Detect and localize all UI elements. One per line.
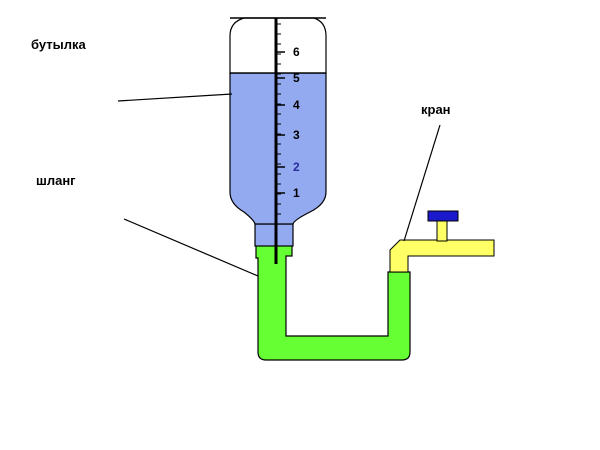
hose-tube xyxy=(255,243,411,361)
bottle-water xyxy=(229,72,327,225)
scale-mark-label: 3 xyxy=(293,128,300,142)
hose-pointer-line xyxy=(123,218,259,277)
tap-handle xyxy=(427,210,459,222)
tap-stem xyxy=(436,220,448,242)
scale-mark-label: 6 xyxy=(293,45,300,59)
tap-pipe xyxy=(389,239,495,273)
hose xyxy=(255,243,411,361)
measuring-scale: 1 2 3 4 5 6 xyxy=(274,18,300,264)
hose-label: шланг xyxy=(36,173,76,188)
scale-mark-label: 1 xyxy=(293,186,300,200)
bottle-neck xyxy=(254,223,294,247)
scale-mark-label: 5 xyxy=(293,71,300,85)
scale-mark-label: 2 xyxy=(293,160,300,174)
tap-pointer-line xyxy=(403,124,441,242)
scale-mark-label: 4 xyxy=(293,98,300,112)
tap xyxy=(389,210,495,273)
tap-label: кран xyxy=(421,102,451,117)
bottle xyxy=(229,17,327,247)
bottle-pointer-line xyxy=(117,93,233,102)
bottle-empty-top xyxy=(229,17,327,74)
bottle-label: бутылка xyxy=(31,37,86,52)
